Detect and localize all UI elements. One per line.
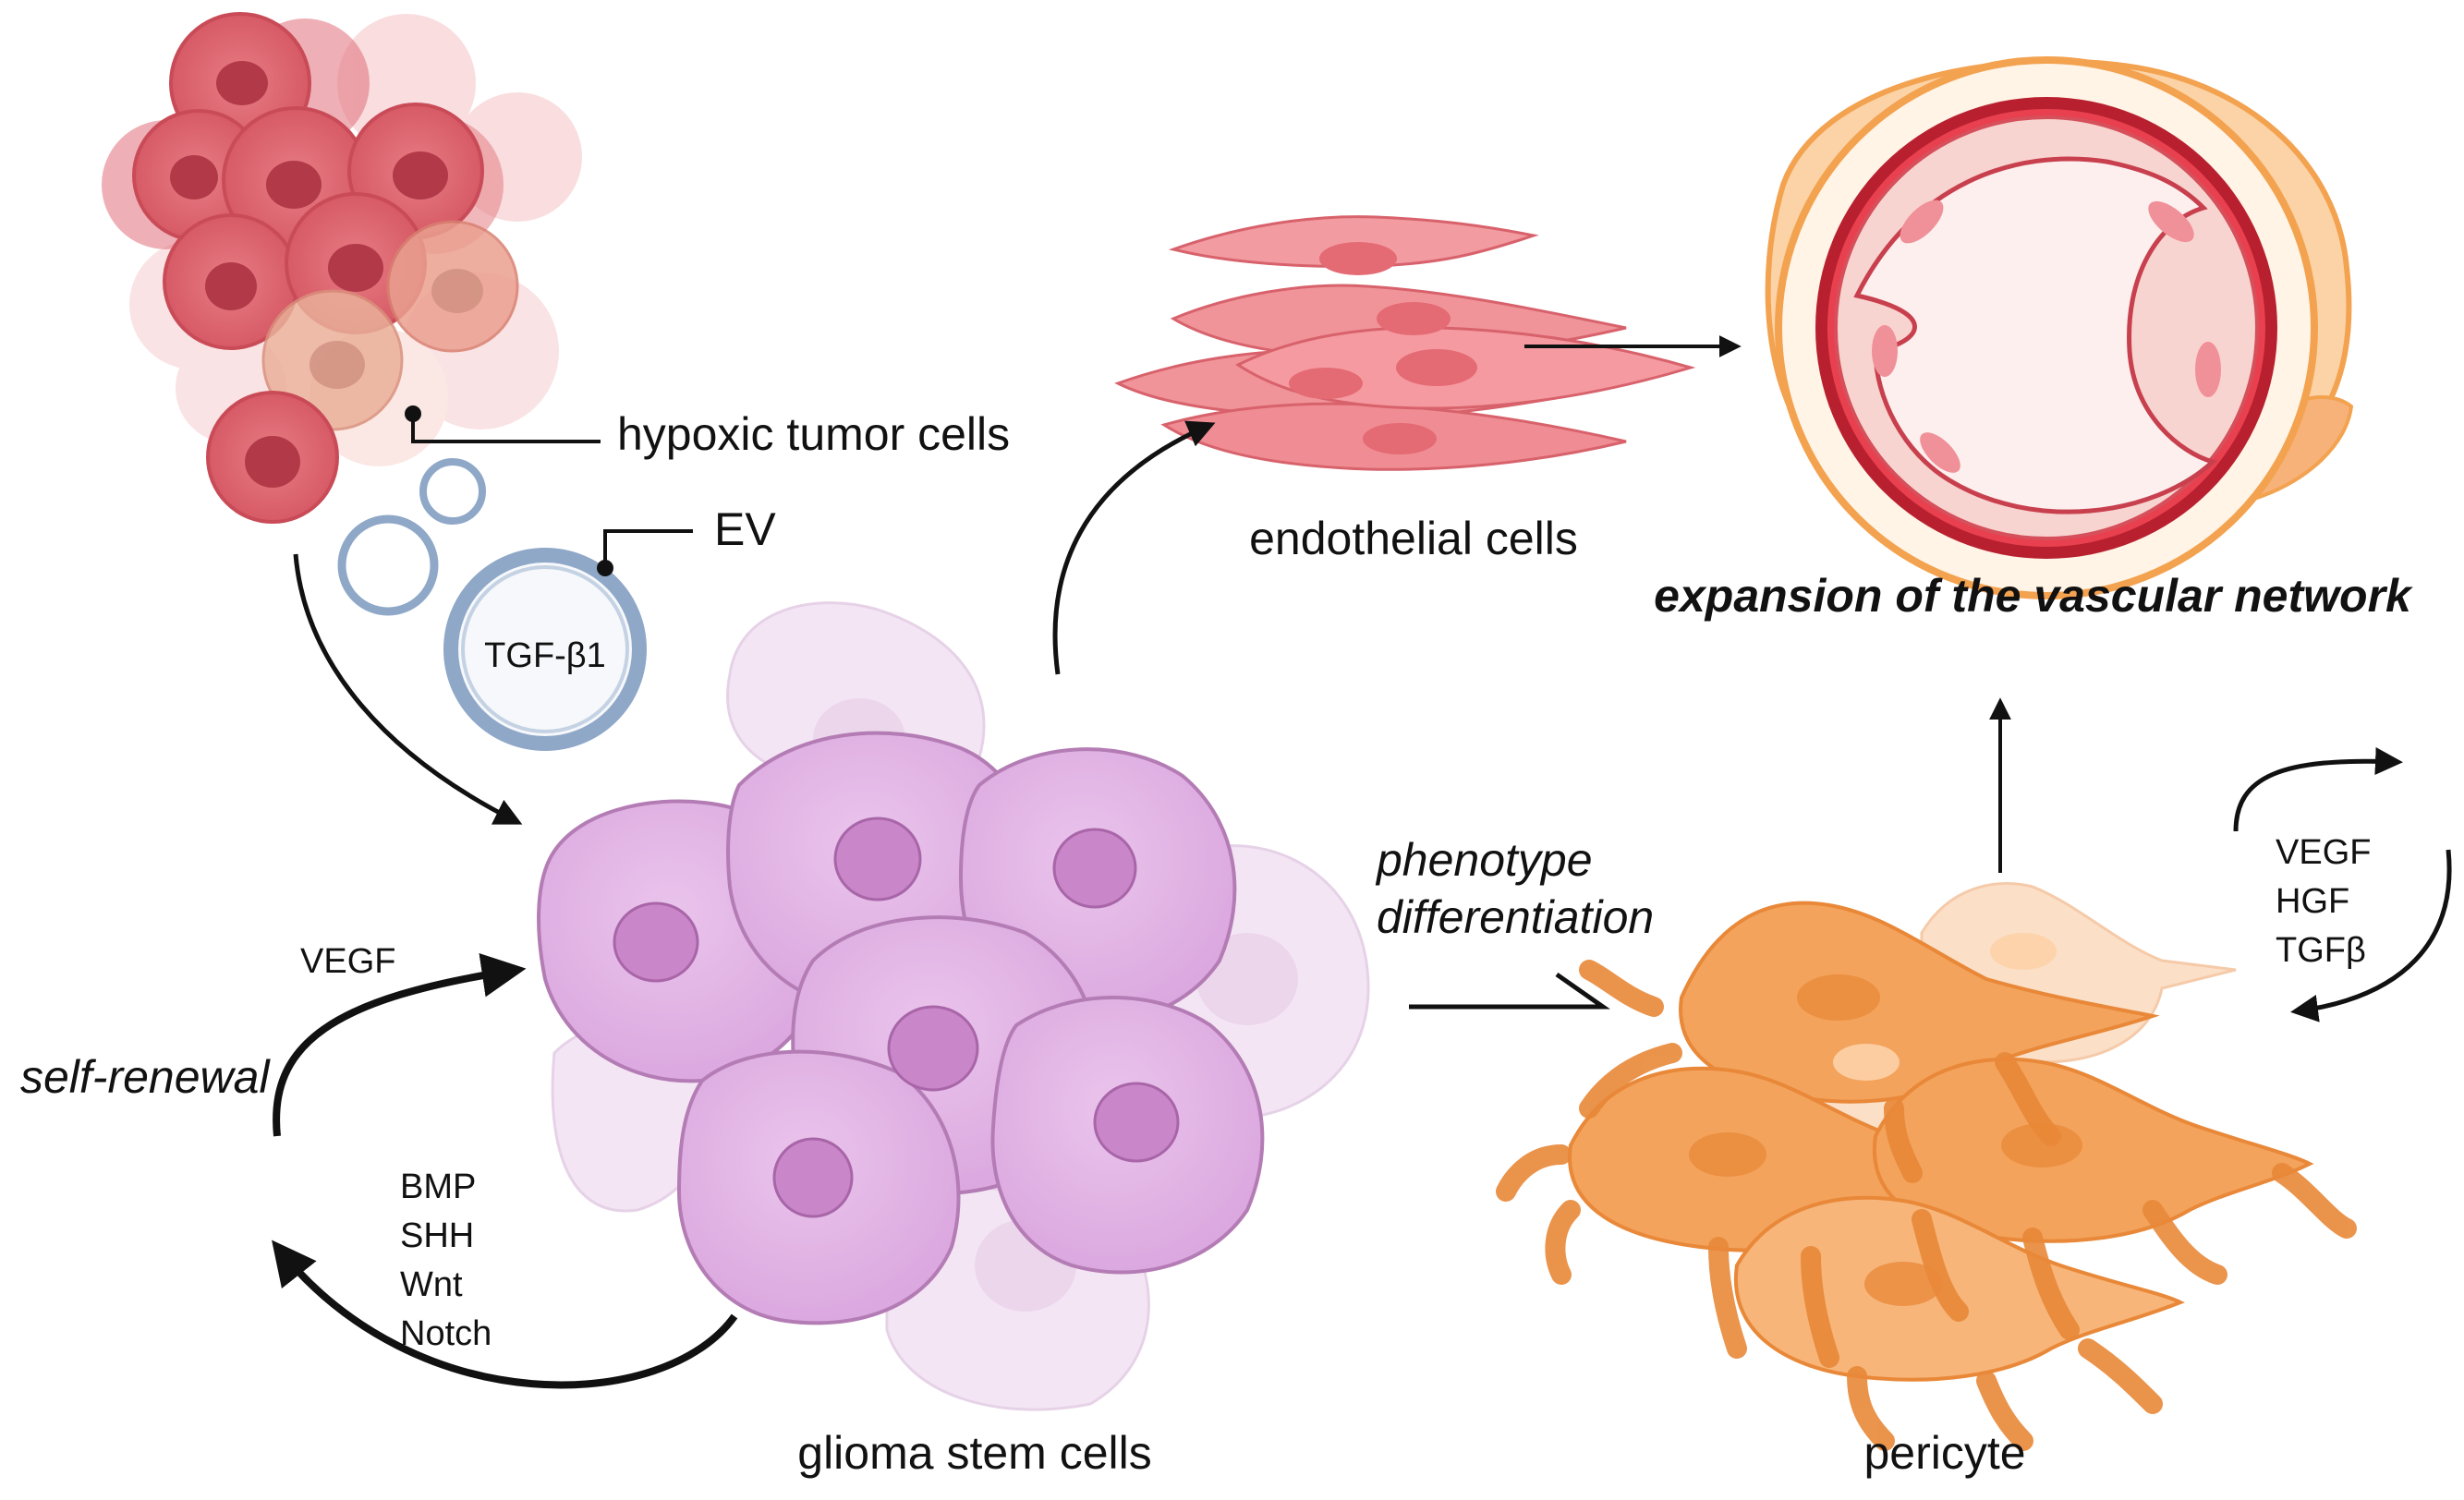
tumor-to-stem-arrow xyxy=(293,553,523,825)
label-expansion-vascular-network: expansion of the vascular network xyxy=(1654,570,2413,622)
self-renewal-factor-list: BMP SHH Wnt Notch xyxy=(400,1167,492,1353)
factor-hgf: HGF xyxy=(2276,882,2349,921)
factor-bmp: BMP xyxy=(400,1167,476,1206)
factor-shh: SHH xyxy=(400,1216,474,1255)
label-self-renewal: self-renewal xyxy=(20,1051,271,1103)
differentiation-arrow xyxy=(1409,972,1610,1010)
stem-to-endothelial-arrow xyxy=(1052,420,1216,675)
factor-tgfbeta: TGFβ xyxy=(2276,931,2366,970)
self-renewal-bottom-arrow xyxy=(272,1240,738,1389)
pericyte-cluster xyxy=(1496,882,2357,1451)
label-vegf-self-renewal: VEGF xyxy=(300,942,395,981)
blood-vessel xyxy=(1765,56,2354,599)
arrows xyxy=(272,335,2452,1389)
label-phenotype: phenotype xyxy=(1375,834,1593,886)
hypoxic-tumor-cluster xyxy=(102,12,582,524)
endothelial-cells-group xyxy=(1114,215,1696,471)
pericyte-factor-list: VEGF HGF TGFβ xyxy=(2276,833,2371,970)
pericyte-loop-bottom-arrow xyxy=(2290,849,2452,1022)
label-tgf-beta1: TGF-β1 xyxy=(484,636,606,675)
glioma-stem-cells-cluster xyxy=(537,601,1370,1411)
label-differentiation: differentiation xyxy=(1377,891,1654,943)
factor-wnt: Wnt xyxy=(400,1265,463,1304)
label-ev: EV xyxy=(714,503,776,555)
pericyte-loop-top-arrow xyxy=(2233,747,2403,832)
factor-vegf: VEGF xyxy=(2276,833,2371,872)
ev-label-leader xyxy=(603,529,693,568)
label-pericyte: pericyte xyxy=(1863,1427,2025,1479)
ev-vesicles xyxy=(337,458,647,751)
label-hypoxic-tumor-cells: hypoxic tumor cells xyxy=(617,408,1010,460)
factor-notch: Notch xyxy=(400,1314,492,1353)
self-renewal-top-arrow xyxy=(273,952,527,1137)
tumor-label-leader xyxy=(411,414,601,443)
label-glioma-stem-cells: glioma stem cells xyxy=(797,1427,1151,1479)
label-endothelial-cells: endothelial cells xyxy=(1249,513,1578,564)
